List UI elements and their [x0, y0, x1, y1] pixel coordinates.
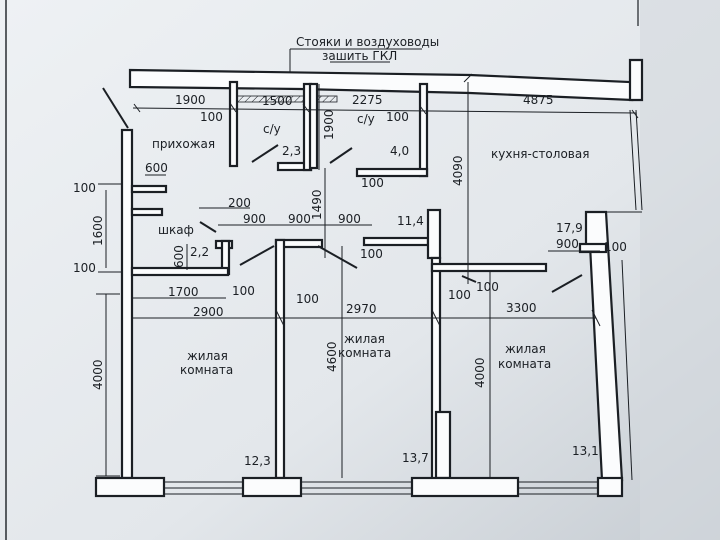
dim-closet-100: 100 [232, 284, 255, 298]
bottom-pier-4 [596, 476, 624, 498]
area-living1: 12,3 [244, 454, 271, 468]
dim-corr-100a: 100 [360, 247, 383, 261]
dim-bath1-100: 100 [200, 110, 223, 124]
area-kitchen: 17,9 [556, 221, 583, 235]
dimension-lines [96, 48, 639, 478]
area-living2: 13,7 [402, 451, 429, 465]
dim-top-1900: 1900 [175, 93, 206, 107]
right-windows [606, 109, 643, 481]
room-label-living3-line1: жилая [505, 342, 546, 356]
kitchen-right-stub [578, 242, 608, 254]
paper-shadow [640, 0, 720, 540]
hallway-slanted-wall [102, 87, 129, 129]
dim-corr-v1490: 1490 [310, 189, 324, 220]
dim-bath1-v1900: 1900 [322, 109, 336, 140]
dim-living3-door-100: 100 [476, 280, 499, 294]
dim-top-2275: 2275 [352, 93, 383, 107]
bottom-windows [164, 481, 598, 495]
dim-width-2900: 2900 [193, 305, 224, 319]
top-right-corner-wall [628, 58, 644, 102]
area-living3: 13,1 [572, 444, 599, 458]
riser-duct-hatch-2 [316, 95, 338, 103]
dim-closet-1700: 1700 [168, 285, 199, 299]
dim-liv1-wall-100: 100 [296, 292, 319, 306]
dim-left-100b: 100 [73, 261, 96, 275]
dim-width-3300: 3300 [506, 301, 537, 315]
dim-left-v1600: 1600 [91, 215, 105, 246]
dim-closet-v600: 600 [172, 245, 186, 268]
bottom-pier-3 [410, 476, 520, 498]
dim-liv2-v4600: 4600 [325, 341, 339, 372]
dim-corr-900a: 900 [243, 212, 266, 226]
dim-top-4875: 4875 [523, 93, 554, 107]
bath2-left-wall [308, 82, 319, 170]
dim-kitchen-900: 900 [556, 237, 579, 251]
living1-living2-wall [274, 238, 286, 480]
door-leaves [199, 144, 583, 293]
corridor-wall-right [362, 236, 430, 247]
note-line-2: зашить ГКЛ [322, 49, 397, 63]
dim-liv2-wall-100: 100 [448, 288, 471, 302]
dim-left-100a: 100 [73, 181, 96, 195]
dim-corr-900b: 900 [288, 212, 311, 226]
room-label-hallway: прихожая [152, 137, 215, 151]
dim-liv1-v4000: 4000 [91, 359, 105, 390]
dim-top-1500: 1500 [262, 94, 293, 108]
corridor-pillar [426, 208, 442, 260]
dim-kitchen-v4090: 4090 [451, 155, 465, 186]
room-label-living2-line2: комната [338, 346, 391, 360]
bottom-pier-1 [94, 476, 166, 498]
bath2-bottom-wall [355, 167, 429, 178]
area-closet: 2,2 [190, 245, 209, 259]
room-label-living1-line1: жилая [187, 349, 228, 363]
room-label-kitchen: кухня-столовая [491, 147, 589, 161]
riser-duct-hatch [236, 95, 305, 103]
note-line-1: Стояки и воздуховоды [296, 35, 439, 49]
top-outer-wall [128, 68, 634, 102]
area-corridor: 11,4 [397, 214, 424, 228]
left-outer-wall [120, 128, 134, 480]
room-label-living3-line2: комната [498, 357, 551, 371]
bath1-left-wall [228, 80, 239, 168]
living3-top-wall [430, 262, 548, 273]
dim-width-2970: 2970 [346, 302, 377, 316]
bottom-pier-2 [241, 476, 303, 498]
dim-bath2-100: 100 [386, 110, 409, 124]
room-label-closet: шкаф [158, 223, 194, 237]
dim-bath1-bottom-100: 100 [361, 176, 384, 190]
dim-hall-600: 600 [145, 161, 168, 175]
bath2-right-wall [418, 82, 429, 178]
hall-stub-top [130, 184, 168, 194]
area-bath2: 4,0 [390, 144, 409, 158]
area-bath1: 2,3 [282, 144, 301, 158]
dim-kitchen-100: 100 [604, 240, 627, 254]
closet-bottom-wall [130, 266, 230, 277]
room-label-bath2: с/у [357, 112, 375, 126]
room-label-bath1: с/у [263, 122, 281, 136]
dim-corr-900c: 900 [338, 212, 361, 226]
hall-stub-mid [130, 207, 164, 217]
living2-living3-foot [434, 410, 452, 480]
room-label-living1-line2: комната [180, 363, 233, 377]
dim-closet-200: 200 [228, 196, 251, 210]
room-label-living2-line1: жилая [344, 332, 385, 346]
dim-liv3-v4000: 4000 [473, 357, 487, 388]
